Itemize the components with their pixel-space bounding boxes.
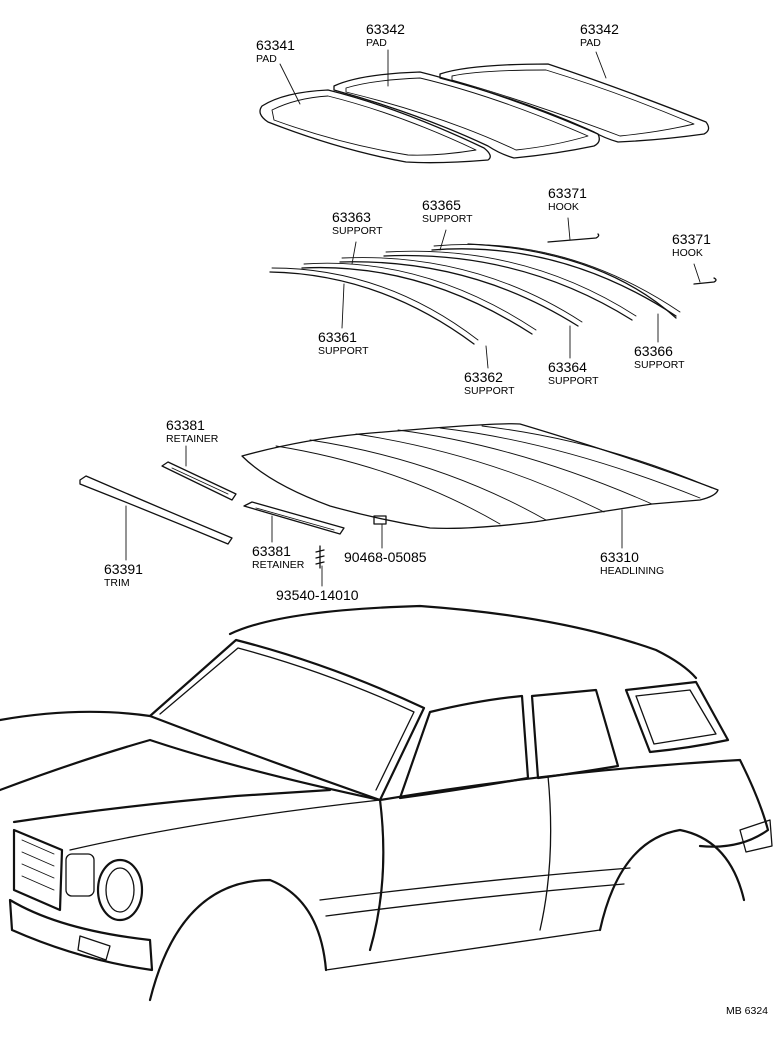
car-rear-door-window <box>530 688 620 780</box>
car-headlight <box>96 858 144 922</box>
label-63361-name: SUPPORT <box>318 345 369 357</box>
retainers-and-trim <box>79 461 387 569</box>
hook-63371-lower <box>693 277 717 285</box>
car-body-side <box>368 758 770 952</box>
car-windshield <box>148 638 426 802</box>
label-63365-name: SUPPORT <box>422 213 473 225</box>
label-63391-name: TRIM <box>104 577 130 589</box>
car-turn-signal <box>65 853 95 897</box>
diagram-code: MB 6324 <box>726 1005 768 1017</box>
pad-63341-shape <box>259 89 491 164</box>
pad-63342-middle-shape <box>333 71 600 159</box>
label-90468-number: 90468-05085 <box>344 549 427 565</box>
retainer-63381-upper-shape <box>161 461 237 501</box>
car-roof <box>228 604 698 680</box>
label-63365-number: 63365 <box>422 197 461 213</box>
car-front-door-window <box>398 694 530 800</box>
label-63362-number: 63362 <box>464 369 503 385</box>
leader-lines <box>125 49 701 587</box>
label-63381-upper-number: 63381 <box>166 417 205 433</box>
label-63364-number: 63364 <box>548 359 587 375</box>
car-front-grille <box>12 828 64 912</box>
label-63366-name: SUPPORT <box>634 359 685 371</box>
label-63342-rear-number: 63342 <box>580 21 619 37</box>
screw-93540-14010 <box>315 545 325 569</box>
label-63361-number: 63361 <box>318 329 357 345</box>
label-63341-name: PAD <box>256 53 277 65</box>
support-63366-bow <box>467 243 677 319</box>
car-rear-bumper <box>739 819 773 853</box>
support-63365-bow <box>431 248 677 317</box>
label-63310-number: 63310 <box>600 549 639 565</box>
label-63342-middle-number: 63342 <box>366 21 405 37</box>
label-63363-number: 63363 <box>332 209 371 225</box>
station-wagon-body <box>0 604 773 1002</box>
label-63381-upper-name: RETAINER <box>166 433 219 445</box>
label-63371-lower-number: 63371 <box>672 231 711 247</box>
car-rear-wheel-arch <box>598 828 746 932</box>
label-63310-name: HEADLINING <box>600 565 664 577</box>
label-93540-number: 93540-14010 <box>276 587 359 603</box>
part-labels: 63341 PAD 63342 PAD 63342 PAD 63363 SUPP… <box>104 21 768 1017</box>
trim-63391-shape <box>79 475 233 545</box>
support-63361-bow <box>269 271 475 345</box>
car-front-wheel-arch <box>148 878 328 1002</box>
support-63364-bow <box>383 254 633 321</box>
label-63366-number: 63366 <box>634 343 673 359</box>
pad-63342-rear-shape <box>439 63 710 143</box>
label-63391-number: 63391 <box>104 561 143 577</box>
roof-pads <box>259 63 710 164</box>
label-63342-rear-name: PAD <box>580 37 601 49</box>
hook-63371-upper <box>547 233 600 243</box>
car-hood <box>0 710 382 824</box>
label-63342-middle-name: PAD <box>366 37 387 49</box>
label-63381-lower-number: 63381 <box>252 543 291 559</box>
retainer-63381-lower-shape <box>243 501 345 535</box>
label-63362-name: SUPPORT <box>464 385 515 397</box>
roof-supports <box>269 233 717 345</box>
headlining-63310 <box>241 423 719 530</box>
label-63363-name: SUPPORT <box>332 225 383 237</box>
car-quarter-window <box>624 680 730 754</box>
label-63381-lower-name: RETAINER <box>252 559 305 571</box>
support-63363-bow <box>339 261 579 327</box>
label-63364-name: SUPPORT <box>548 375 599 387</box>
label-63371-upper-number: 63371 <box>548 185 587 201</box>
label-63371-upper-name: HOOK <box>548 201 579 213</box>
label-63371-lower-name: HOOK <box>672 247 703 259</box>
car-front-bumper <box>8 898 154 972</box>
support-63362-bow <box>301 266 533 335</box>
label-63341-number: 63341 <box>256 37 295 53</box>
